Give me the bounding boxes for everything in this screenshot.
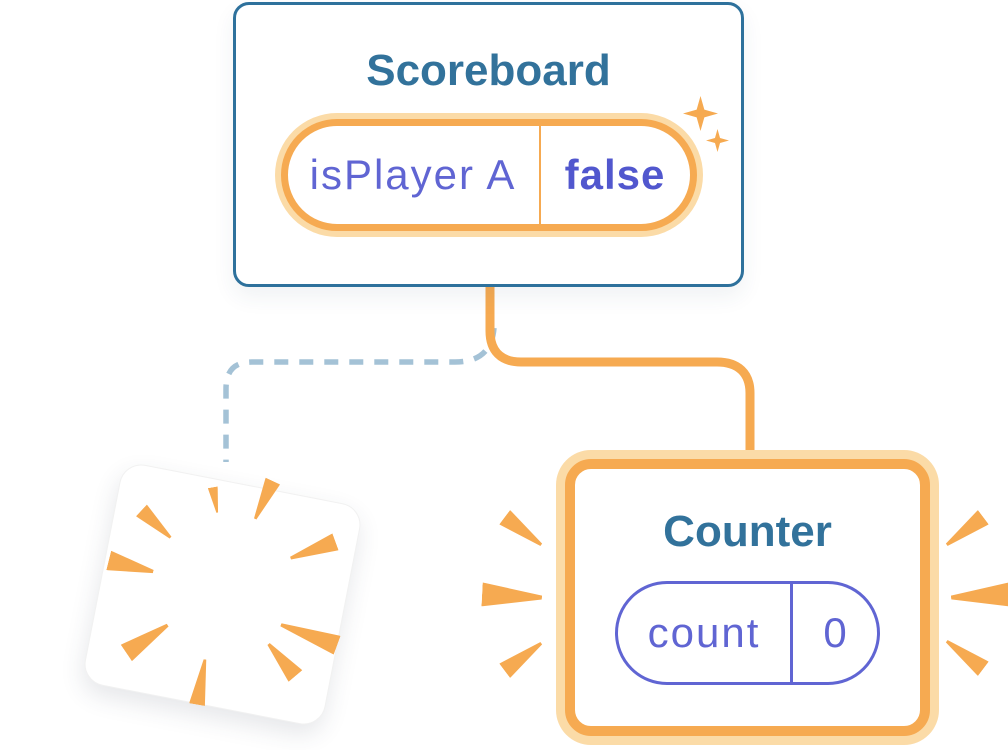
active-branch-connector: [485, 284, 755, 456]
scoreboard-title: Scoreboard: [366, 46, 611, 95]
counter-state-pill: count 0: [615, 581, 880, 685]
removed-branch-dashed-connector: [223, 327, 497, 462]
count-name-label: count: [647, 609, 761, 656]
pill-divider: [790, 584, 793, 682]
counter-title: Counter: [663, 507, 832, 556]
scoreboard-card: Scoreboard isPlayer A false: [233, 2, 744, 287]
pill-divider: [538, 126, 541, 224]
counter-card: Counter count 0: [565, 459, 930, 736]
destroyed-card: [80, 460, 365, 729]
state-name-label: isPlayer A: [309, 151, 517, 198]
count-value-label: 0: [823, 609, 847, 656]
scoreboard-state-pill: isPlayer A false: [280, 119, 697, 231]
state-value-label: false: [564, 151, 666, 198]
